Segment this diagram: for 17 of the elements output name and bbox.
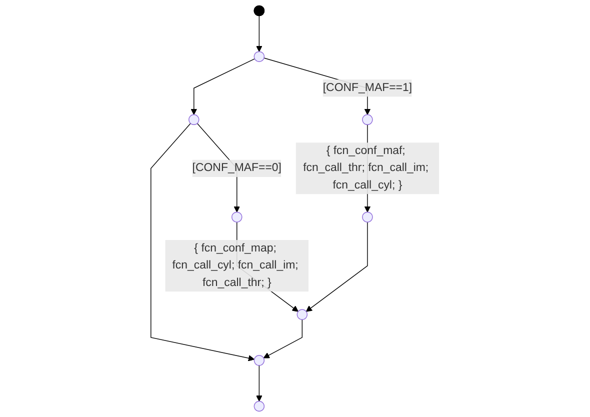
arrow — [190, 58, 256, 115]
node-circle — [254, 400, 265, 412]
arrow — [306, 222, 368, 312]
node-circle — [254, 355, 265, 366]
node-circle — [232, 212, 242, 222]
node-circle — [296, 309, 308, 320]
edge-label: [CONF_MAF==0] — [192, 162, 282, 174]
arrow — [256, 365, 262, 402]
node-circle — [362, 212, 373, 222]
arrow — [263, 319, 303, 358]
edge-label: { fcn_conf_map; fcn_call_cyl; fcn_call_im; fcn_call_thr; } — [172, 242, 298, 289]
arrow — [256, 15, 262, 52]
edge-label: [CONF_MAF==1] — [322, 82, 412, 94]
node-circle — [254, 51, 265, 62]
node-circle — [188, 114, 200, 126]
node-circle — [362, 114, 373, 126]
edge-label: { fcn_conf_maf; fcn_call_thr; fcn_call_im; fcn_call_cyl; } — [303, 144, 429, 192]
